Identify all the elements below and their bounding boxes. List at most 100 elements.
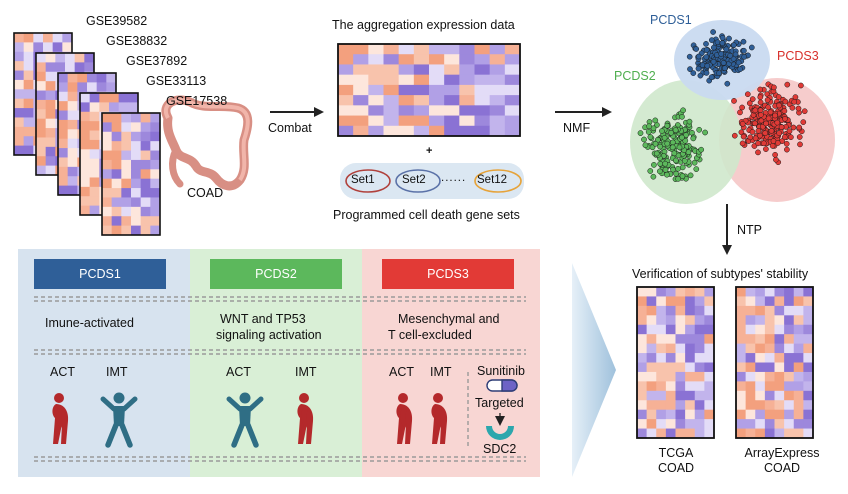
heatmap-cell xyxy=(89,139,100,150)
heatmap-cell xyxy=(338,64,354,76)
heatmap-cell xyxy=(665,343,676,354)
heatmap-cell xyxy=(755,296,766,307)
heatmap-cell xyxy=(764,400,775,411)
combat-label: Combat xyxy=(268,121,312,135)
heatmap-cell xyxy=(504,84,521,96)
heatmap-cell xyxy=(36,90,47,101)
heatmap-cell xyxy=(102,178,113,189)
arrayexpress-label-line2: COAD xyxy=(763,461,801,475)
heatmap-cell xyxy=(111,178,122,189)
heatmap-cell xyxy=(36,128,47,138)
heatmap-cell xyxy=(637,353,648,363)
heatmap-cell xyxy=(45,53,56,63)
pcds3-act-label: ACT xyxy=(389,365,414,379)
heatmap-cell xyxy=(368,74,384,86)
heatmap-cell xyxy=(150,197,161,208)
pcds1-point xyxy=(732,51,739,58)
heatmap-cell xyxy=(474,84,491,96)
heatmap-cell xyxy=(131,131,142,142)
heatmap-cell xyxy=(764,390,775,401)
heatmap-cell xyxy=(131,197,142,208)
heatmap-cell xyxy=(656,315,667,326)
heatmap-cell xyxy=(80,196,91,207)
heatmap-cell xyxy=(383,115,400,127)
heatmap-cell xyxy=(58,91,69,102)
heatmap-cell xyxy=(764,409,775,420)
heatmap-cell xyxy=(80,205,91,216)
heatmap-cell xyxy=(764,353,775,363)
heatmap-cell xyxy=(745,287,756,297)
heatmap-cell xyxy=(675,390,686,401)
pcds1-point xyxy=(697,72,704,79)
heatmap-cell xyxy=(694,362,705,373)
pcds1-point xyxy=(695,65,702,72)
heatmap-cell xyxy=(803,353,814,363)
heatmap-cell xyxy=(694,343,705,354)
heatmap-cell xyxy=(102,141,113,151)
heatmap-cell xyxy=(637,400,648,411)
set-ellipsis: ...... xyxy=(441,172,467,184)
heatmap-cell xyxy=(89,111,100,122)
dataset-label-2: GSE38832 xyxy=(106,34,168,48)
pcds2-point xyxy=(637,130,644,136)
heatmap-cell xyxy=(140,225,151,236)
heatmap-cell xyxy=(77,73,88,83)
heatmap-cell xyxy=(89,177,100,188)
heatmap-cell xyxy=(45,137,56,148)
pcds1-point xyxy=(708,74,715,81)
pcds3-point xyxy=(784,81,791,88)
heatmap-cell xyxy=(102,225,113,236)
pcds2-header xyxy=(210,259,342,289)
pcds2-point xyxy=(679,113,685,120)
pcds2-point xyxy=(676,144,683,151)
heatmap-cell xyxy=(338,125,354,137)
heatmap-cell xyxy=(368,54,384,65)
pcds3-header-label: PCDS3 xyxy=(427,267,469,281)
pcds2-point xyxy=(641,136,647,143)
pcds2-point xyxy=(693,166,700,172)
heatmap-cell xyxy=(704,428,715,439)
heatmap-cell xyxy=(102,188,113,198)
pcds2-point xyxy=(657,160,664,167)
heatmap-cell xyxy=(383,95,400,106)
heatmap-cell xyxy=(646,400,657,411)
heatmap-cell xyxy=(353,44,369,55)
pcds2-description-line2: signaling activation xyxy=(216,328,322,342)
heatmap-cell xyxy=(656,371,667,382)
heatmap-cell xyxy=(429,84,445,96)
heatmap-cell xyxy=(150,178,161,189)
heatmap-cell xyxy=(685,353,696,363)
heatmap-cell xyxy=(80,186,91,197)
heatmap-cell xyxy=(685,334,696,345)
heatmap-cell xyxy=(755,287,766,297)
pcds3-point xyxy=(739,104,745,111)
heatmap-cell xyxy=(784,343,795,354)
heatmap-cell xyxy=(504,74,521,86)
heatmap-cell xyxy=(745,409,756,420)
heatmap-cell xyxy=(131,169,142,180)
heatmap-cell xyxy=(665,419,676,429)
heatmap-cell xyxy=(745,362,756,373)
heatmap-cell xyxy=(65,53,76,63)
heatmap-cell xyxy=(58,101,69,111)
heatmap-cell xyxy=(736,315,747,326)
heatmap-cell xyxy=(704,315,715,326)
heatmap-cell xyxy=(121,206,132,217)
heatmap-cell xyxy=(413,64,430,76)
heatmap-cell xyxy=(755,409,766,420)
heatmap-cell xyxy=(646,287,657,297)
heatmap-cell xyxy=(793,353,804,363)
heatmap-cell xyxy=(774,400,785,411)
heatmap-cell xyxy=(413,54,430,65)
pcds3-point xyxy=(781,134,788,140)
heatmap-cell xyxy=(23,51,34,62)
heatmap-cell xyxy=(45,90,56,101)
heatmap-cell xyxy=(99,93,110,103)
heatmap-cell xyxy=(353,64,369,76)
colon-icon xyxy=(161,95,253,191)
heatmap-cell xyxy=(793,381,804,392)
heatmap-cell xyxy=(764,296,775,307)
heatmap-cell xyxy=(102,113,113,123)
heatmap-cell xyxy=(368,105,384,116)
